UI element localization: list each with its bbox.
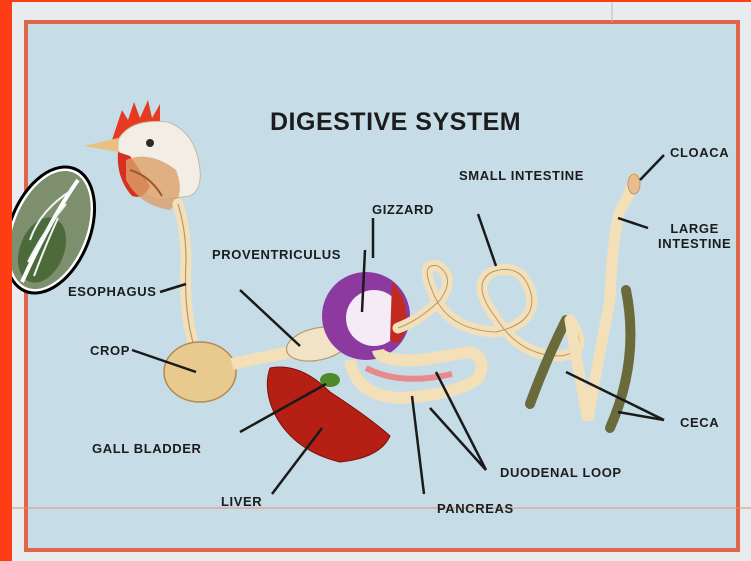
board-panel: DIGESTIVE SYSTEM CLOACA SMALL INTESTINE … [12,2,751,561]
diagram-title: DIGESTIVE SYSTEM [270,108,521,137]
label-crop: CROP [90,344,130,359]
label-cloaca: CLOACA [670,146,729,161]
digestive-system-diagram [12,2,751,561]
label-large-intestine-line2: INTESTINE [658,237,731,252]
label-large-intestine: LARGE INTESTINE [658,222,731,252]
label-liver: LIVER [221,495,262,510]
crop-organ [164,342,236,402]
label-large-intestine-line1: LARGE [658,222,731,237]
label-proventriculus: PROVENTRICULUS [212,248,341,263]
cloaca-organ [628,174,640,194]
label-gall-bladder: GALL BLADDER [92,442,202,457]
label-small-intestine: SMALL INTESTINE [459,169,584,184]
label-gizzard: GIZZARD [372,203,434,218]
label-pancreas: PANCREAS [437,502,514,517]
label-ceca: CECA [680,416,719,431]
label-duodenal-loop: DUODENAL LOOP [500,466,622,481]
label-esophagus: ESOPHAGUS [68,285,156,300]
